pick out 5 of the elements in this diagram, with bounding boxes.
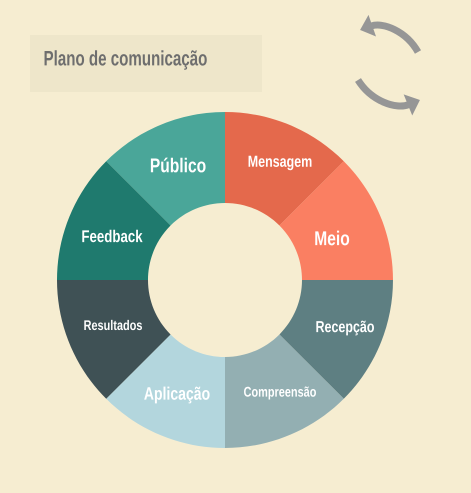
ring-segment: Compreensão: [225, 334, 344, 448]
ring-segment: Aplicação: [106, 334, 225, 448]
ring-segment: Público: [106, 112, 225, 226]
ring-segment: Mensagem: [225, 112, 344, 226]
title-band: Plano de comunicação: [30, 35, 262, 92]
